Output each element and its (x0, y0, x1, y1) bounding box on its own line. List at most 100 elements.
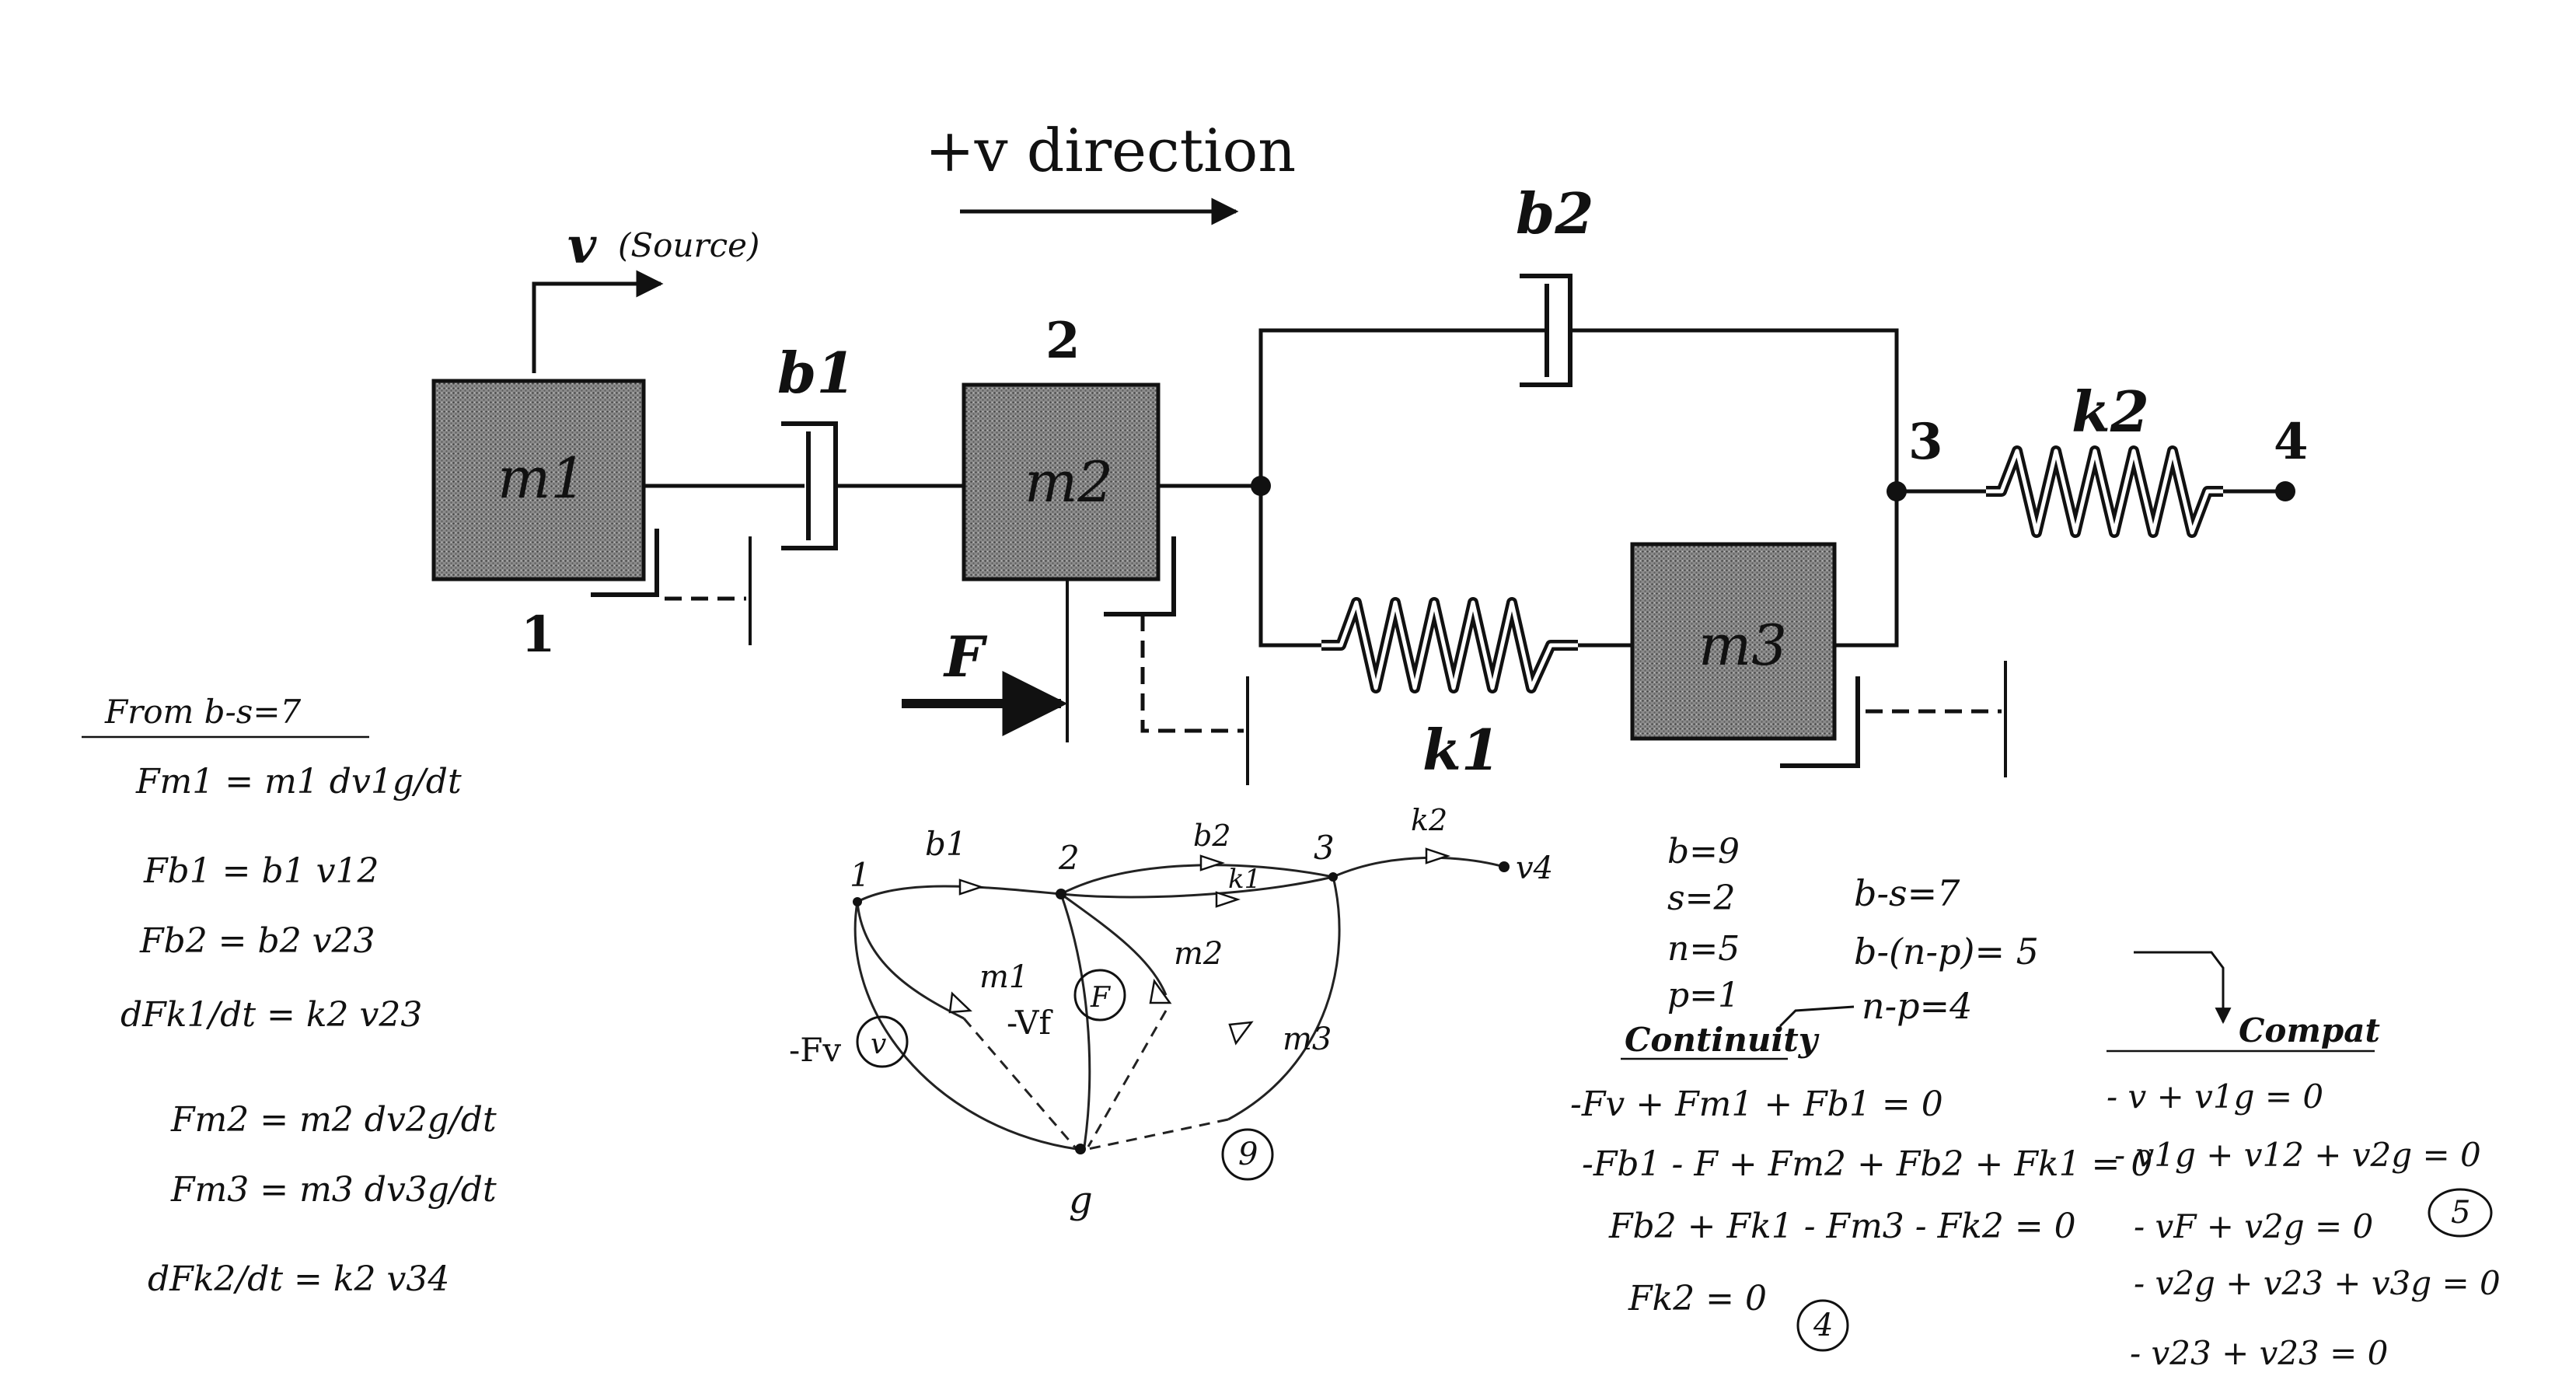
graph-edge-m3-ground (1087, 1118, 1229, 1151)
m2-ground-damper-rod (1140, 614, 1244, 733)
count-n: n=5 (1667, 929, 1740, 969)
graph-label-v4: v4 (1516, 850, 1553, 886)
node-3-label: 3 (1908, 413, 1943, 471)
node-2-label: 2 (1045, 312, 1080, 370)
left-eqs-heading: From b-s=7 (104, 693, 302, 731)
graph-label-node1: 1 (850, 856, 871, 894)
compat-count-circle (2428, 1188, 2493, 1238)
graph-node-g (1075, 1144, 1086, 1154)
count-s: s=2 (1667, 878, 1735, 918)
graph-label-vf: -Vf (1007, 1004, 1053, 1042)
force-source-circle-label: F (1090, 982, 1112, 1014)
left-eq-6: Fm3 = m3 dv3g/dt (170, 1170, 497, 1210)
source-note: (Source) (618, 226, 759, 264)
linear-graph (853, 856, 1505, 1151)
mass-m2 (962, 382, 1161, 581)
graph-label-m2: m2 (1174, 936, 1223, 972)
graph-edge-m3 (1227, 876, 1341, 1121)
m3-ground-damper-cup (1780, 676, 1860, 768)
left-eq-3: Fb2 = b2 v23 (139, 921, 375, 961)
continuity-count-circle (1796, 1299, 1849, 1352)
force-source-circle (1073, 969, 1126, 1022)
graph-edge-force (1059, 893, 1091, 1147)
compat-eq-5: - v23 + v23 = 0 (2130, 1334, 2388, 1372)
graph-edge-k2 (1332, 856, 1505, 878)
branch-count-circle (1221, 1128, 1274, 1181)
left-eq-2: Fb1 = b1 v12 (143, 851, 379, 891)
k1-left-link (1258, 486, 1321, 648)
direction-label: +v direction (925, 116, 1296, 185)
b2-right-link (1570, 328, 1899, 491)
graph-edge-m1 (856, 901, 965, 1020)
count-p: p=1 (1667, 976, 1740, 1015)
mass-m3-label: m3 (1698, 613, 1787, 678)
np-to-continuity-arrow (1778, 1005, 1855, 1028)
graph-label-ground: g (1069, 1179, 1093, 1222)
graph-node-4 (1499, 861, 1510, 872)
branch-count: 9 (1238, 1137, 1258, 1172)
mass-m1 (431, 379, 646, 581)
source-v-circle-label: v (871, 1029, 886, 1060)
graph-edge-b2 (1060, 864, 1334, 896)
continuity-eq-1: -Fv + Fm1 + Fb1 = 0 (1570, 1084, 1943, 1124)
count-np: n-p=4 (1862, 985, 1972, 1027)
m2-ground-damper-cup (1104, 536, 1176, 616)
m3-node3-link (1834, 491, 1899, 648)
graph-label-fv: -Fv (789, 1031, 841, 1069)
graph-edge-m2-ground (1087, 1010, 1168, 1147)
continuity-eq-4: Fk2 = 0 (1628, 1279, 1767, 1318)
mass-m3 (1630, 542, 1837, 741)
compat-count: 5 (2451, 1195, 2470, 1231)
left-eq-7: dFk2/dt = k2 v34 (148, 1259, 449, 1299)
source-v-label: v (567, 217, 597, 275)
continuity-eq-3: Fb2 + Fk1 - Fm3 - Fk2 = 0 (1608, 1207, 2076, 1246)
m1-ground-damper-cup (591, 529, 659, 597)
graph-edge-k1 (1060, 875, 1334, 899)
graph-label-node3: 3 (1314, 829, 1335, 867)
graph-node-1 (853, 897, 862, 906)
compat-heading: Compat (2239, 1011, 2380, 1049)
count-b: b=9 (1667, 832, 1740, 871)
mass-m1-label: m1 (497, 445, 586, 511)
spring-k2-label: k2 (2072, 379, 2149, 445)
graph-edge-b1 (857, 885, 1062, 903)
count-bnp: b-(n-p)= 5 (1854, 931, 2039, 973)
left-eq-5: Fm2 = m2 dv2g/dt (170, 1100, 497, 1140)
bnp-to-compat-arrow (2134, 951, 2232, 1025)
node-4-label: 4 (2274, 413, 2309, 471)
source-velocity-arrow (532, 270, 664, 373)
spring-k1-label: k1 (1422, 717, 1500, 783)
graph-edge-source-v (853, 901, 1077, 1151)
compat-eq-4: - v2g + v23 + v3g = 0 (2134, 1264, 2501, 1302)
b2-left-link (1258, 328, 1547, 486)
graph-edge-m1-ground (962, 1018, 1078, 1150)
graph-label-b1: b1 (925, 825, 967, 863)
continuity-eq-2: -Fb1 - F + Fm2 + Fb2 + Fk1 = 0 (1582, 1144, 2152, 1184)
count-bs: b-s=7 (1854, 872, 1960, 914)
left-eq-4: dFk1/dt = k2 v23 (120, 995, 422, 1035)
graph-label-m3: m3 (1283, 1022, 1332, 1057)
graph-edge-arrowheads (948, 847, 1450, 1046)
graph-node-3 (1328, 872, 1338, 882)
left-eq-1: Fm1 = m1 dv1g/dt (135, 762, 462, 802)
compat-eq-1: - v + v1g = 0 (2107, 1077, 2323, 1116)
compat-eq-2: - v1g + v12 + v2g = 0 (2114, 1136, 2481, 1174)
graph-label-m1: m1 (979, 959, 1028, 995)
graph-label-node2: 2 (1058, 839, 1080, 877)
continuity-heading: Continuity (1625, 1021, 1820, 1059)
mass-m2-label: m2 (1024, 449, 1113, 515)
source-v-circle (856, 1015, 909, 1068)
terminal-node-4 (2275, 481, 2295, 501)
graph-node-2 (1056, 889, 1066, 899)
force-F-label: F (943, 623, 988, 690)
graph-label-k1: k1 (1228, 864, 1261, 895)
graph-edge-m2 (1060, 892, 1168, 996)
continuity-count: 4 (1813, 1308, 1833, 1343)
compat-eq-3: - vF + v2g = 0 (2134, 1207, 2373, 1245)
graph-label-b2: b2 (1193, 819, 1231, 853)
damper-b1-label: b1 (777, 340, 855, 406)
damper-b2-label: b2 (1516, 180, 1593, 246)
graph-label-k2: k2 (1411, 803, 1447, 837)
node-1-label: 1 (521, 606, 556, 664)
